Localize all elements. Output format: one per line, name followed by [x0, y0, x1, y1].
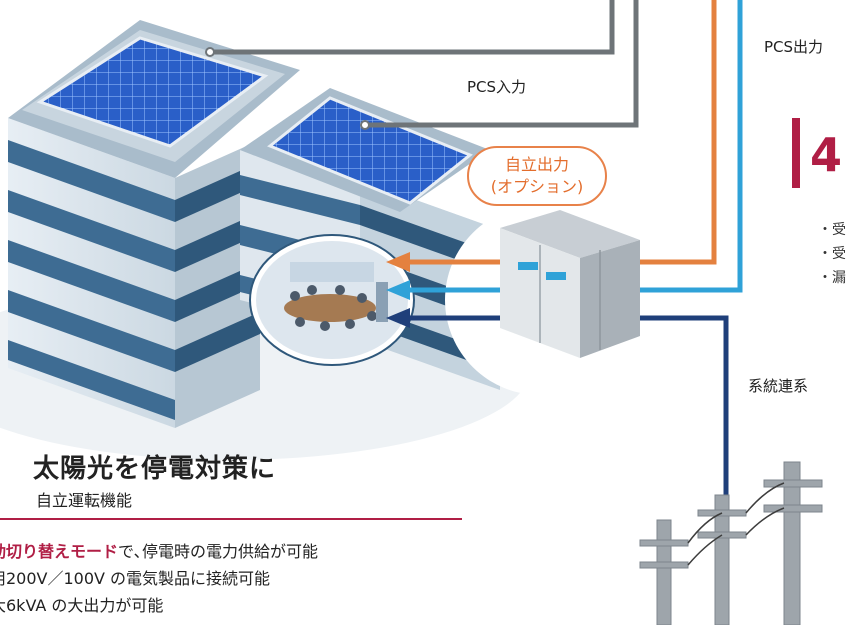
- power-conditioner-icon: [500, 210, 640, 358]
- feature-item: 大6kVA の大出力が可能: [0, 592, 318, 619]
- feature-highlight: 動切り替えモード: [0, 542, 119, 561]
- divider: [0, 518, 462, 520]
- feature-title: 太陽光を停電対策に: [33, 454, 277, 484]
- feature-subtitle: 自立運転機能: [36, 491, 133, 510]
- self-output-option-label: (オプション): [490, 177, 584, 196]
- pcs-input-label: PCS入力: [467, 78, 527, 96]
- connection-dot: [360, 120, 370, 130]
- grid-connection-label: 系統連系: [748, 377, 809, 395]
- feature-item: 動切り替えモードで､停電時の電力供給が可能: [0, 538, 318, 565]
- utility-pole-icon: [639, 461, 823, 625]
- self-output-badge: 自立出力 (オプション): [467, 146, 607, 206]
- feature-text: 用200V／100V の電気製品に接続可能: [0, 569, 271, 588]
- pcs-output-label: PCS出力: [764, 38, 824, 56]
- bullet-item: ・漏: [818, 270, 846, 286]
- pcs-output-line: [386, 0, 743, 300]
- feature-item: 用200V／100V の電気製品に接続可能: [0, 565, 318, 592]
- pcs-input-line: [210, 0, 639, 128]
- grid-connection-line: [386, 308, 729, 500]
- solar-panel-icon: [36, 36, 269, 148]
- solar-panel-icon: [267, 96, 473, 205]
- section-accent-bar: [792, 118, 800, 188]
- meeting-room-icon: [249, 234, 415, 366]
- feature-text: で､停電時の電力供給が可能: [118, 542, 319, 561]
- connection-dot: [205, 47, 215, 57]
- feature-list: 動切り替えモードで､停電時の電力供給が可能 用200V／100V の電気製品に接…: [0, 538, 318, 619]
- bullet-item: ・受: [818, 246, 846, 262]
- self-output-label: 自立出力: [504, 155, 569, 174]
- power-wires: [687, 482, 785, 566]
- section-number: 4: [810, 128, 843, 182]
- feature-text: 大6kVA の大出力が可能: [0, 596, 164, 615]
- bullet-list: ・受 ・受 ・漏: [818, 218, 846, 290]
- section-number-block: 4: [792, 112, 852, 192]
- bullet-item: ・受: [818, 222, 846, 238]
